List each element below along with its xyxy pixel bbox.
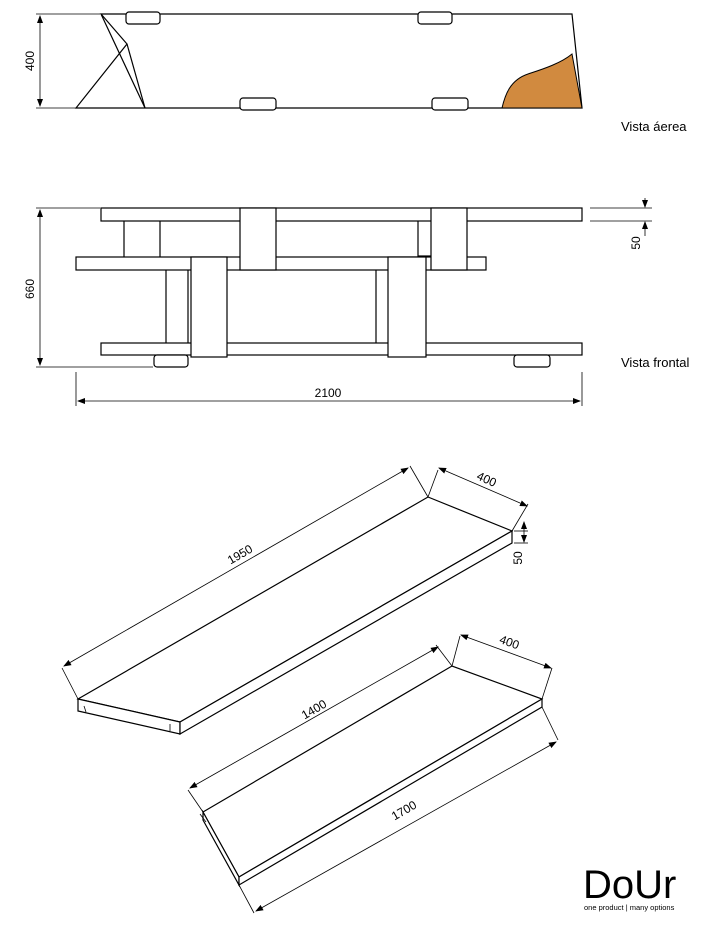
brand-logo: DoUr one product | many options xyxy=(583,863,676,912)
frontal-bottom-board xyxy=(100,342,583,356)
short-front-ext-left xyxy=(238,884,255,914)
frontal-foot-left xyxy=(153,354,189,368)
aerial-leg-inner xyxy=(126,43,146,109)
frontal-clamp-lower-right xyxy=(387,256,427,358)
short-board-groove xyxy=(199,813,207,823)
long-width-ext-right xyxy=(511,503,529,532)
long-board-thickness: 50 xyxy=(511,551,525,565)
long-ext-left xyxy=(61,667,79,700)
aerial-view: 400 Vista áerea xyxy=(23,11,687,134)
brand-name: DoUr xyxy=(583,863,676,907)
frontal-view: 660 2100 50 Vista frontal xyxy=(23,198,690,406)
short-back-ext-left xyxy=(187,789,204,813)
short-width-ext-right xyxy=(541,667,553,700)
frontal-back-block-left xyxy=(123,219,161,261)
aerial-height-dimension: 400 xyxy=(23,51,37,71)
frontal-thickness-dimension: 50 xyxy=(629,236,643,250)
frontal-top-board xyxy=(100,207,583,222)
long-ext-right xyxy=(409,465,429,498)
aerial-wood-cut xyxy=(501,53,583,109)
short-back-length-dimension-line xyxy=(189,646,439,789)
frontal-clamp-upper-left xyxy=(239,207,277,271)
aerial-notch-top-right xyxy=(417,11,453,25)
frontal-height-dimension: 660 xyxy=(23,279,37,299)
long-board-grooves xyxy=(83,705,171,731)
frontal-back-post-left xyxy=(165,267,189,349)
frontal-clamp-upper-right xyxy=(430,207,468,271)
brand-tagline: one product | many options xyxy=(584,903,675,912)
long-length-dimension-line xyxy=(63,467,409,667)
short-board-length-front: 1700 xyxy=(389,798,419,824)
aerial-notch-top-left xyxy=(125,11,161,25)
short-board-view: 1400 400 1700 xyxy=(187,632,559,914)
aerial-view-caption: Vista áerea xyxy=(621,119,687,134)
short-width-ext-left xyxy=(451,635,461,667)
short-back-ext-right xyxy=(435,644,453,667)
frontal-clamp-lower-left xyxy=(190,256,228,358)
frontal-back-post-upper xyxy=(417,219,433,257)
frontal-middle-board xyxy=(75,256,487,271)
aerial-notch-bottom-right xyxy=(431,97,469,111)
frontal-foot-right xyxy=(513,354,551,368)
short-board-width: 400 xyxy=(498,632,522,652)
long-board-length: 1950 xyxy=(225,542,255,568)
short-front-ext-right xyxy=(541,706,559,741)
long-width-dimension-line xyxy=(438,467,528,507)
long-board-width: 400 xyxy=(475,469,499,490)
short-front-length-dimension-line xyxy=(255,741,557,912)
frontal-view-caption: Vista frontal xyxy=(621,355,690,370)
aerial-notch-bottom-left xyxy=(239,97,277,111)
frontal-width-dimension: 2100 xyxy=(315,386,342,400)
short-board-length-back: 1400 xyxy=(299,697,329,723)
short-width-dimension-line xyxy=(460,634,552,669)
long-width-ext-left xyxy=(427,469,439,498)
aerial-leg-diagonal xyxy=(100,13,146,109)
